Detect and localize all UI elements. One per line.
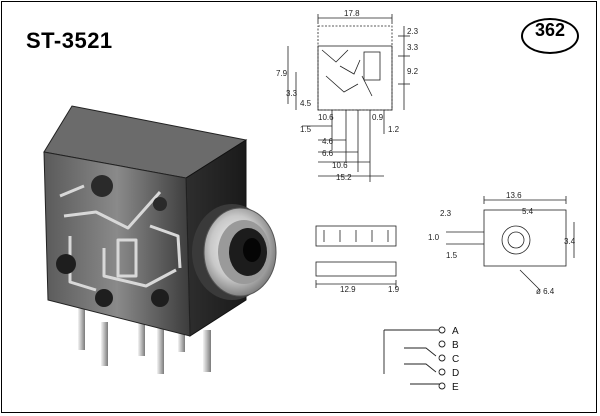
pin-label-a: A xyxy=(452,326,459,337)
dim-front-diameter: ø 6.4 xyxy=(536,287,555,296)
jack-photo xyxy=(43,105,277,374)
dim-bottom-7: 15.2 xyxy=(336,173,352,182)
model-number: ST-3521 xyxy=(26,28,113,53)
dim-right-3: 9.2 xyxy=(407,67,419,76)
dim-front-right-a: 3.4 xyxy=(564,237,576,246)
side-view-drawing xyxy=(287,14,410,182)
dim-bottom-6: 1.2 xyxy=(388,125,400,134)
schematic-pin-labels: A B C D E xyxy=(452,326,459,393)
schematic-drawing xyxy=(383,326,446,390)
dim-left-1: 7.9 xyxy=(276,69,288,78)
dim-bottom-1: 10.6 xyxy=(318,113,334,122)
dim-left-2: 3.3 xyxy=(286,89,298,98)
dim-front-left-b: 1.0 xyxy=(428,233,440,242)
dim-pin-pitch: 0.9 xyxy=(372,113,384,122)
dim-left-3: 4.5 xyxy=(300,99,312,108)
dim-bottom-small: 1.9 xyxy=(388,285,400,294)
dim-front-width: 13.6 xyxy=(506,191,522,200)
dim-width: 17.8 xyxy=(344,9,360,18)
dim-bottom-2: 1.5 xyxy=(300,125,312,134)
dim-right-2: 3.3 xyxy=(407,43,419,52)
side-view-labels: 17.8 2.3 3.3 9.2 7.9 3.3 4.5 10.6 1.5 4.… xyxy=(276,9,419,182)
dim-front-left-c: 1.5 xyxy=(446,251,458,260)
dim-right-1: 2.3 xyxy=(407,27,419,36)
pin-label-b: B xyxy=(452,340,459,351)
dim-bottom-3: 4.6 xyxy=(322,137,334,146)
page-number-badge: 362 xyxy=(521,18,579,54)
contact-traces xyxy=(59,184,182,292)
dim-bottom-5: 10.6 xyxy=(332,161,348,170)
dim-front-left-a: 2.3 xyxy=(440,209,452,218)
socket-barrel xyxy=(192,204,277,300)
pin-label-d: D xyxy=(452,368,459,379)
front-view-drawing xyxy=(446,196,575,291)
dim-bottom-4: 6.6 xyxy=(322,149,334,158)
dim-bottom-length: 12.9 xyxy=(340,285,356,294)
dim-front-inner: 5.4 xyxy=(522,207,534,216)
pin-label-e: E xyxy=(452,382,459,393)
front-view-labels: 13.6 5.4 2.3 1.0 1.5 3.4 ø 6.4 xyxy=(428,191,576,296)
bottom-view-drawing xyxy=(315,225,397,288)
pin-label-c: C xyxy=(452,354,459,365)
